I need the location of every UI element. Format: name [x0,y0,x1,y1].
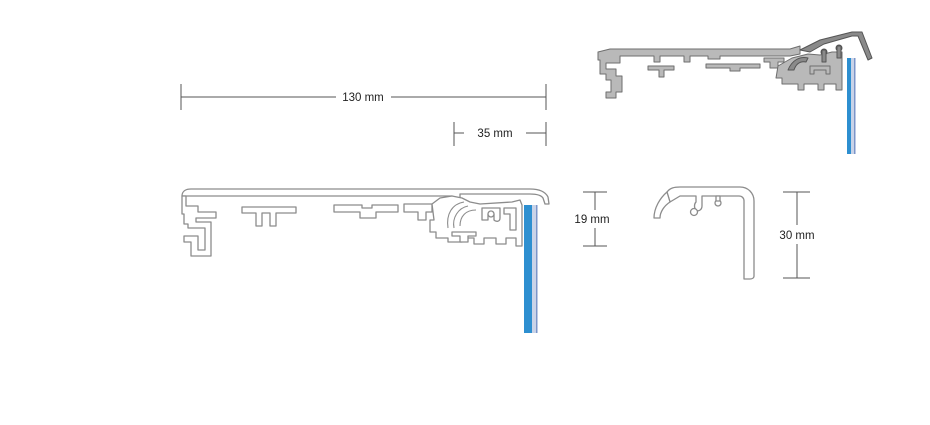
top-tslot-1 [647,65,675,78]
main-panel-edge [536,205,538,333]
top-tslot-2 [705,63,761,72]
dimension-130mm: 130 mm [180,84,547,110]
main-inner-pocket-2 [503,207,517,231]
top-rear-hook [787,57,809,71]
cover-leg [715,195,721,202]
cover-main-body [666,186,755,280]
main-tslot-1 [241,206,297,227]
main-tslot-3 [403,203,433,221]
main-panel-blue [524,205,532,333]
dim-35-label: 35 mm [477,128,512,140]
main-tslot-2 [333,204,399,219]
main-top-flange [181,188,550,205]
cover-front-lip [653,191,671,219]
dim-130-label: 130 mm [342,92,384,104]
top-panel-blue [847,58,851,154]
top-panel-edge [854,58,856,154]
main-left-end [181,195,217,257]
main-lower-tslot [451,231,477,243]
top-rear-notch [809,65,831,75]
dimension-30mm: 30 mm [779,191,815,279]
assembled-profile-top [597,31,873,154]
dimension-35mm: 35 mm [453,122,547,146]
top-rear-chamber [775,51,843,91]
top-cover-leg [821,45,842,63]
top-extrusion-body [597,45,801,99]
dim-19-label: 19 mm [574,214,609,226]
cover-bead-1 [689,207,699,217]
top-panel-light [851,58,854,154]
dim-30-label: 30 mm [779,230,814,242]
section-profile-main [181,188,550,333]
main-rear-chamber [429,195,523,247]
main-panel-light [532,205,536,333]
dimension-19mm: 19 mm [574,191,610,247]
section-cover-profile [653,186,755,280]
main-inner-bead [487,210,495,218]
top-cover-clip [799,31,873,61]
main-gasket-lip [447,201,477,229]
